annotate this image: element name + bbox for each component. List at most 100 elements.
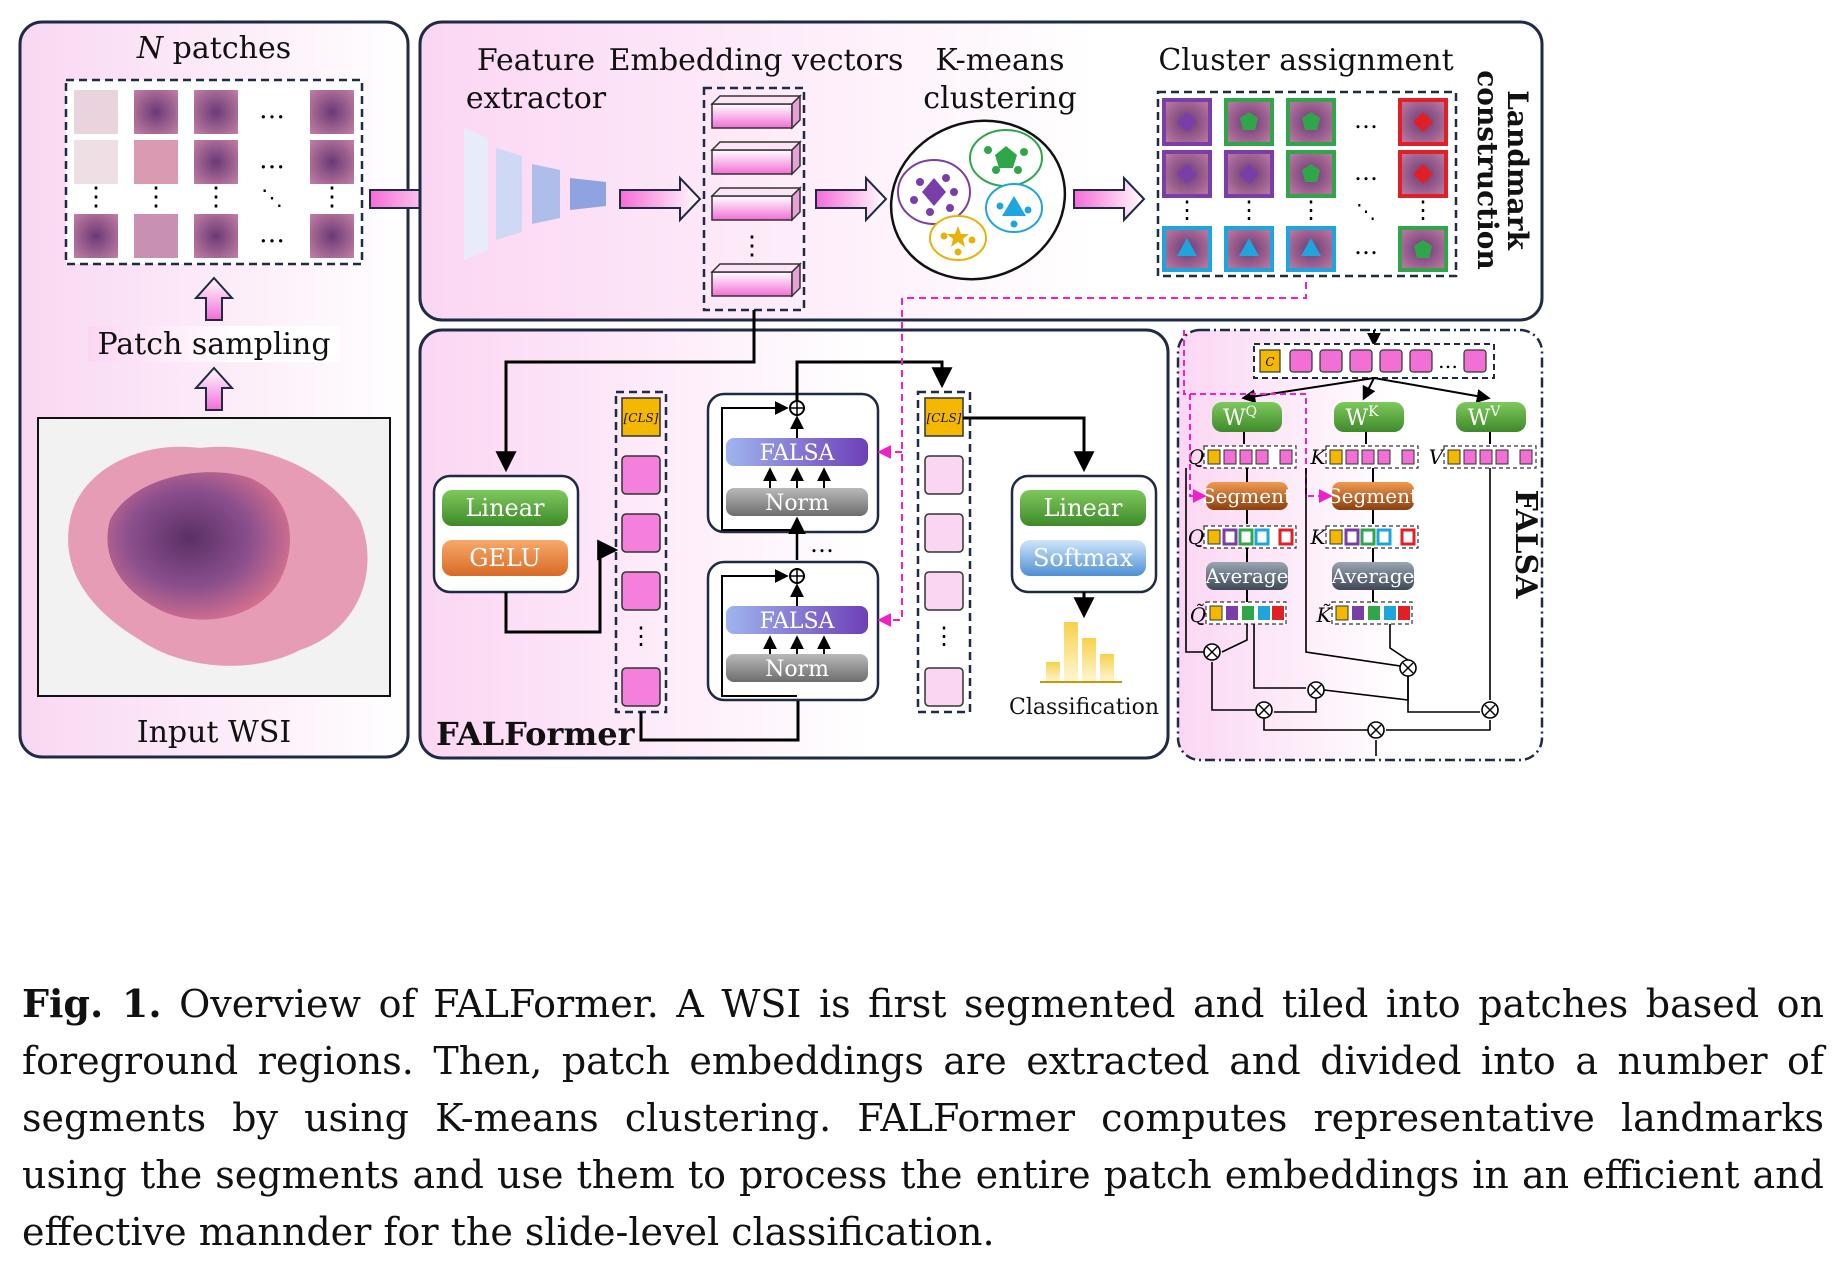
svg-text:…: … [259,145,285,175]
kmeans-label-1: K-means [935,43,1064,78]
svg-text:⋮: ⋮ [83,182,109,212]
svg-text:Softmax: Softmax [1033,544,1133,572]
arrow-to-embeddings [619,175,702,223]
svg-text:…: … [1354,232,1378,260]
svg-text:…: … [1354,106,1378,134]
norm-box-lower [726,654,868,682]
svg-text:K̃: K̃ [1316,603,1333,627]
patch-sampling-box [88,326,340,362]
classification-label: Classification [1009,695,1159,720]
falformer-panel: Linear GELU [CLS] ⋮ FALSA Norm … FALSA N… [418,282,1307,760]
svg-text:⋮: ⋮ [143,182,169,212]
falsa-side-title: FALSA [1508,490,1543,600]
arrow-to-cluster-assignment [1073,175,1146,223]
landmark-dashed-link [877,282,1307,627]
falformer-title: FALFormer [436,715,636,753]
svg-text:⋮: ⋮ [1237,196,1261,224]
figure-caption: Fig. 1. Overview of FALFormer. A WSI is … [22,975,1824,1261]
svg-text:[CLS]: [CLS] [624,411,659,425]
cluster-grid: … … … ⋮ ⋮ ⋮ ⋮ ⋱ [1162,98,1448,272]
wq-box [1212,402,1282,432]
feature-extractor-shape [464,128,606,260]
feature-extractor-label-2: extractor [466,81,607,116]
svg-text:⋮: ⋮ [1299,196,1323,224]
up-arrow-lower [193,366,235,411]
landmark-k-tokens: K̃ [1316,601,1413,627]
embedding-vectors: ⋮ [710,94,802,298]
softmax-box [1020,540,1146,576]
svg-text:GELU: GELU [469,544,541,572]
norm-box-upper [726,488,868,516]
svg-text:⋮: ⋮ [739,231,765,261]
average-box-k [1332,562,1414,590]
average-box-q [1206,562,1288,590]
landmark-q-tokens: Q̃ [1190,601,1287,627]
segment-box-q [1206,482,1288,510]
cls-token [621,397,661,437]
svg-text:Norm: Norm [765,657,829,682]
svg-text:WK: WK [1345,404,1379,431]
svg-text:Average: Average [1331,564,1415,588]
wk-box [1334,402,1404,432]
svg-text:…: … [259,95,285,125]
svg-text:Q̃: Q̃ [1190,603,1206,627]
falsa-detail-panel: FALSA C … WQ WK WV Q K [1176,328,1544,762]
svg-text:FALSA: FALSA [760,441,836,466]
svg-text:Norm: Norm [765,491,829,516]
svg-text:K: K [1310,445,1327,469]
svg-text:[CLS]: [CLS] [927,411,962,425]
svg-text:…: … [1438,349,1458,373]
embedding-vectors-label: Embedding vectors [609,43,904,78]
kmeans-cluster-diagram [889,119,1067,281]
wsi-panel: N patches … … … ⋮ ⋮ ⋮ ⋮ ⋱ Patch sampling… [18,20,410,759]
input-wsi-label: Input WSI [137,715,292,750]
svg-text:⋱: ⋱ [1356,199,1376,223]
output-cls-token [924,397,964,437]
caption-text: Overview of FALFormer. A WSI is first se… [22,982,1824,1254]
svg-text:⋮: ⋮ [629,622,653,650]
classification-bars-icon [1040,622,1122,683]
patches-title: N patches [136,31,291,66]
cluster-assignment-label: Cluster assignment [1158,43,1453,78]
caption-label: Fig. 1. [22,981,162,1026]
patch-sampling-label: Patch sampling [97,327,330,362]
svg-text:⋮: ⋮ [1175,196,1199,224]
falformer-overview-figure: N patches … … … ⋮ ⋮ ⋮ ⋮ ⋱ Patch sampling… [18,20,1544,762]
linear-box [442,490,568,526]
landmark-side-label-2: construction [1471,70,1504,270]
segmented-k-tokens: K [1310,525,1419,549]
svg-text:C: C [1265,355,1274,369]
gelu-box [442,540,568,576]
k-tokens: K [1310,445,1419,469]
q-tokens: Q [1188,445,1297,469]
svg-text:⋮: ⋮ [319,182,345,212]
svg-text:Q: Q [1188,445,1204,469]
kmeans-label-2: clustering [923,81,1076,116]
falsa-box-lower [726,606,868,634]
output-token-column-frame [916,390,972,714]
svg-text:Linear: Linear [1043,494,1123,522]
svg-text:⋮: ⋮ [203,182,229,212]
svg-text:⋮: ⋮ [932,622,956,650]
landmark-construction-panel: Feature extractor Embedding vectors ⋮ K-… [418,20,1544,322]
svg-text:…: … [259,219,285,249]
svg-text:…: … [810,530,834,558]
up-arrow-upper [193,276,235,321]
feature-extractor-label-1: Feature [477,43,595,78]
svg-text:Linear: Linear [465,494,545,522]
svg-text:FALSA: FALSA [760,609,836,634]
patch-grid: … … … ⋮ ⋮ ⋮ ⋮ ⋱ [74,90,354,258]
svg-text:Segment: Segment [1202,484,1292,508]
falsa-box-upper [726,438,868,466]
arrow-to-kmeans [815,175,888,223]
segmented-q-tokens: Q [1188,525,1297,549]
svg-text:K: K [1310,525,1327,549]
classifier-linear-box [1020,490,1146,526]
v-tokens: V [1429,445,1537,469]
svg-text:WV: WV [1468,404,1502,431]
multiply-signs [1206,646,1496,736]
segment-box-k [1332,482,1414,510]
svg-text:V: V [1429,445,1446,469]
svg-text:⋮: ⋮ [1411,196,1435,224]
svg-text:…: … [1354,158,1378,186]
